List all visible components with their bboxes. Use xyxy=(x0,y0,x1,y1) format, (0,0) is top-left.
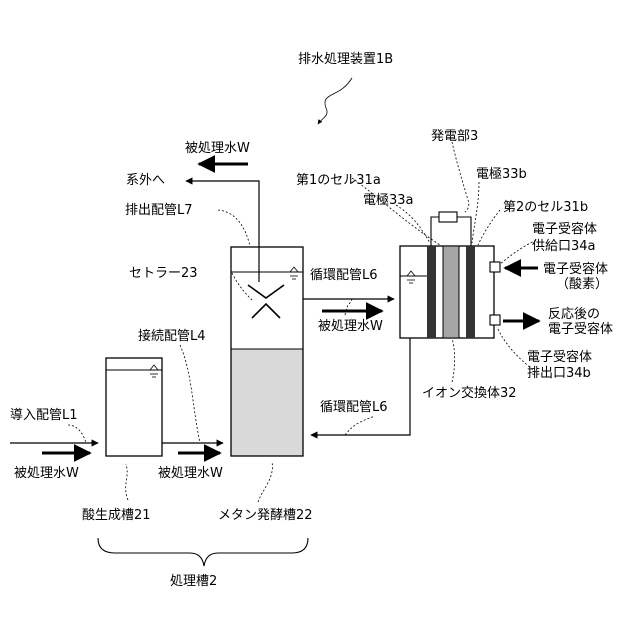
load-resistor xyxy=(439,212,457,222)
electrode-33a xyxy=(427,246,436,338)
water-level-icon xyxy=(290,267,298,279)
acceptor-supply-port-label-1: 電子受容体 xyxy=(532,222,597,237)
electrode-a-label: 電極33a xyxy=(363,193,414,208)
cell1-label: 第1のセル31a xyxy=(296,173,381,188)
ion-exchanger-32 xyxy=(443,246,459,338)
settler-23-shape xyxy=(248,285,284,318)
treatment-tank-brace xyxy=(98,538,308,566)
acceptor-supply-port-label-2: 供給口34a xyxy=(532,239,596,254)
circulation-return-pipe xyxy=(311,338,410,435)
circulation-pipe-bottom-label: 循環配管L6 xyxy=(320,400,388,415)
treated-water-to-cell-label: 被処理水W xyxy=(318,319,383,334)
acceptor-in-label-1: 電子受容体 xyxy=(543,262,608,277)
acid-tank xyxy=(106,358,162,456)
discharge-port-34b xyxy=(490,315,500,325)
ion-exchanger-label: イオン交換体32 xyxy=(422,386,517,401)
acid-tank-label: 酸生成槽21 xyxy=(82,508,151,523)
discharge-pipe-label: 排出配管L7 xyxy=(125,203,193,218)
out-of-system-label: 系外へ xyxy=(126,173,165,188)
inlet-pipe-label: 導入配管L1 xyxy=(10,408,78,423)
apparatus-label: 排水処理装置1B xyxy=(298,52,393,67)
acceptor-in-label-2: （酸素） xyxy=(543,277,621,292)
acceptor-discharge-port-label-2: 排出口34b xyxy=(527,366,591,381)
methane-tank-sludge xyxy=(231,349,303,456)
settler-label: セトラー23 xyxy=(129,266,198,281)
electrode-33b xyxy=(466,246,475,338)
cell2-label: 第2のセル31b xyxy=(503,200,588,215)
supply-port-34a xyxy=(490,262,500,272)
methane-tank-label: メタン発酵槽22 xyxy=(218,508,313,523)
circulation-pipe-top-label: 循環配管L6 xyxy=(310,268,378,283)
treated-water-top-label: 被処理水W xyxy=(185,141,250,156)
treatment-tank-label: 処理槽2 xyxy=(170,574,217,589)
power-generation-unit-label: 発電部3 xyxy=(431,129,478,144)
acceptor-out-label-2: 電子受容体 xyxy=(548,322,613,337)
treated-water-inlet-label: 被処理水W xyxy=(14,466,79,481)
acceptor-discharge-port-label-1: 電子受容体 xyxy=(527,350,592,365)
treated-water-middle-label: 被処理水W xyxy=(158,466,223,481)
acceptor-out-label-1: 反応後の xyxy=(548,307,600,322)
electrode-b-label: 電極33b xyxy=(476,167,527,182)
connection-pipe-label: 接続配管L4 xyxy=(138,329,206,344)
